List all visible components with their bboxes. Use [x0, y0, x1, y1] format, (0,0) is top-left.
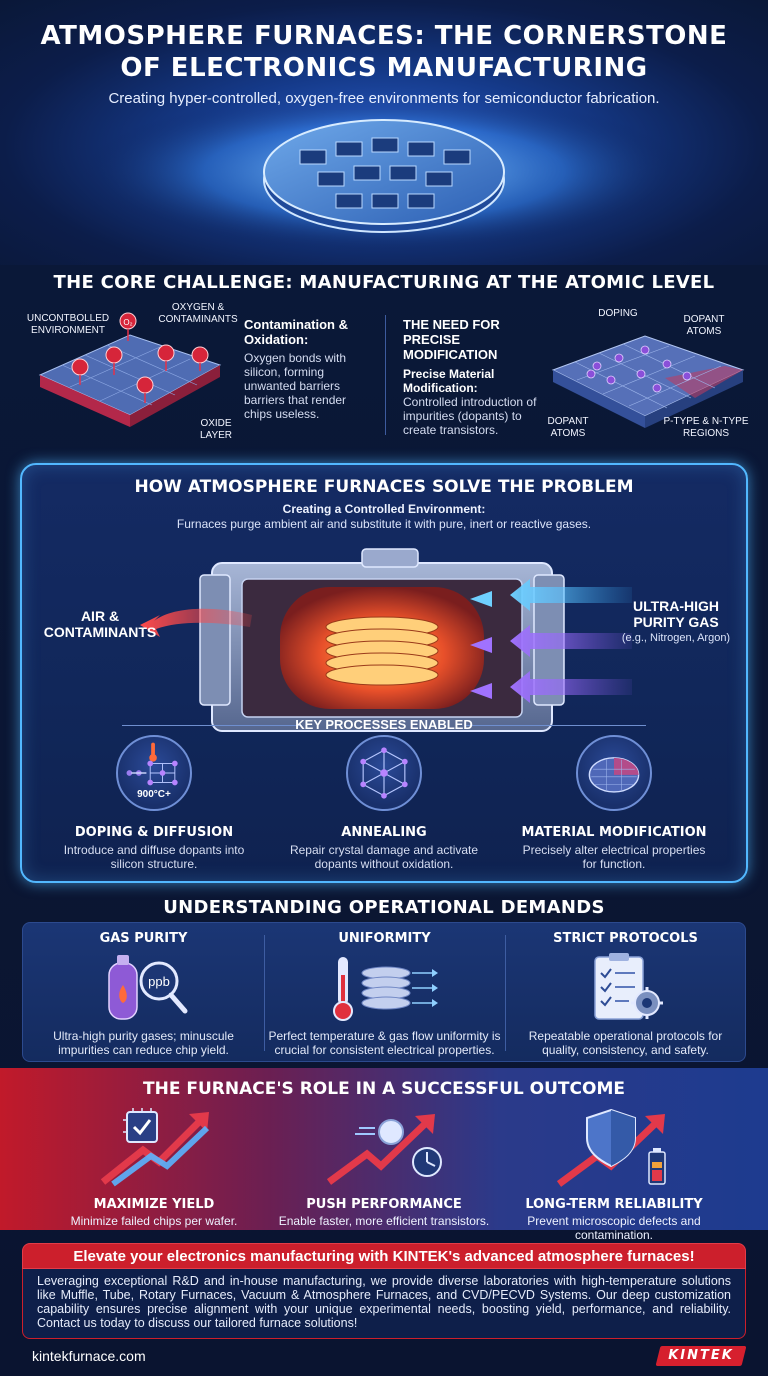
o2-molecule-label: O₂ [123, 318, 132, 327]
furnace-illustration [140, 548, 632, 732]
demand-gas-purity: GAS PURITY ppb Ultra-high purity gases; … [23, 923, 264, 1063]
label-uncontrolled-environment: UNCONTBOLLED ENVIRONMENT [26, 313, 110, 336]
solve-panel: HOW ATMOSPHERE FURNACES SOLVE THE PROBLE… [20, 463, 748, 883]
process-body: Introduce and diffuse dopants into silic… [63, 843, 245, 871]
demand-body: Ultra-high purity gases; minuscule impur… [53, 1029, 234, 1057]
outcome-push-performance: PUSH PERFORMANCE Enable faster, more eff… [274, 1104, 494, 1228]
process-doping: 900°C+ DOPING & DIFFUSION Introduce and … [54, 735, 254, 871]
brand-name: KINTEK [668, 1348, 734, 1363]
label-dopant-atoms-top: DOPANT ATOMS [683, 314, 725, 337]
need-body: Controlled introduction of impurities (d… [403, 395, 537, 437]
demand-body: Perfect temperature & gas flow uniformit… [268, 1029, 501, 1057]
contamination-body: Oxygen bonds with silicon, forming unwan… [244, 351, 347, 421]
website-link[interactable]: kintekfurnace.com [32, 1348, 146, 1364]
doping-icon: 900°C+ [116, 735, 192, 811]
label-oxide-layer: OXIDE LAYER [199, 418, 233, 441]
solve-title: HOW ATMOSPHERE FURNACES SOLVE THE PROBLE… [134, 477, 634, 497]
purity-gas-label: ULTRA-HIGH PURITY GAS (e.g., Nitrogen, A… [606, 598, 746, 644]
wafer-icon [576, 735, 652, 811]
temperature-badge: 900°C+ [137, 789, 171, 800]
purity-gas-title: ULTRA-HIGH PURITY GAS [632, 598, 720, 630]
process-body: Precisely alter electrical properties fo… [522, 843, 706, 871]
outcome-maximize-yield: MAXIMIZE YIELD Minimize failed chips per… [44, 1104, 264, 1228]
process-title: ANNEALING [341, 825, 427, 840]
outcome-title: THE FURNACE'S ROLE IN A SUCCESSFUL OUTCO… [143, 1079, 625, 1099]
process-material-modification: MATERIAL MODIFICATION Precisely alter el… [514, 735, 714, 871]
doping-illustration [551, 335, 745, 428]
outcome-item-title: LONG-TERM RELIABILITY [525, 1197, 703, 1212]
shield-battery-arrow-icon [556, 1108, 666, 1187]
cta-body: Leveraging exceptional R&D and in-house … [22, 1269, 746, 1339]
ppb-label: ppb [148, 974, 170, 989]
process-title: DOPING & DIFFUSION [74, 825, 234, 840]
demand-title: GAS PURITY [99, 931, 188, 946]
cta-headline: Elevate your electronics manufacturing w… [22, 1243, 746, 1269]
outcome-item-body: Prevent microscopic defects and contamin… [527, 1214, 701, 1242]
outcome-item-title: PUSH PERFORMANCE [306, 1197, 462, 1212]
demand-divider [264, 935, 265, 1051]
solve-subtitle: Creating a Controlled Environment: [282, 502, 486, 516]
outcome-band: THE FURNACE'S ROLE IN A SUCCESSFUL OUTCO… [0, 1068, 768, 1242]
wafer-chip-illustration [84, 110, 684, 252]
process-body: Repair crystal damage and activate dopan… [289, 843, 479, 871]
label-dopant-atoms-bottom: DOPANT ATOMS [547, 416, 589, 439]
crystal-lattice-icon [346, 735, 422, 811]
need-block: THE NEED FOR PRECISE MODIFICATION Precis… [403, 317, 553, 437]
demand-uniformity: UNIFORMITY Perfect temperature & gas flo… [264, 923, 505, 1063]
page-title: ATMOSPHERE FURNACES: THE CORNERSTONE OF … [40, 21, 728, 83]
label-oxygen-contaminants: OXYGEN & CONTAMINANTS [158, 302, 238, 325]
label-doping: DOPING [598, 308, 638, 319]
oxidation-illustration: O₂ [38, 312, 222, 427]
solve-description: Furnaces purge ambient air and substitut… [176, 517, 592, 531]
demands-panel: GAS PURITY ppb Ultra-high purity gases; … [22, 922, 746, 1062]
contamination-title: Contamination & Oxidation: [244, 317, 348, 347]
challenge-divider [385, 315, 386, 435]
outcome-item-body: Minimize failed chips per wafer. [70, 1214, 238, 1228]
purity-gas-examples: (e.g., Nitrogen, Argon) [621, 632, 731, 644]
outcome-reliability: LONG-TERM RELIABILITY Prevent microscopi… [504, 1104, 724, 1242]
key-processes-label: KEY PROCESSES ENABLED [295, 717, 473, 732]
outcome-item-body: Enable faster, more efficient transistor… [278, 1214, 490, 1228]
key-line-left [122, 725, 302, 726]
core-challenge-title: THE CORE CHALLENGE: MANUFACTURING AT THE… [53, 272, 715, 293]
speed-arrow-clock-icon [326, 1114, 442, 1185]
chip-check-arrow-icon [100, 1108, 210, 1187]
demand-body: Repeatable operational protocols for qua… [528, 1029, 723, 1057]
process-title: MATERIAL MODIFICATION [521, 825, 707, 840]
need-title: Precise Material Modification: [403, 367, 495, 395]
hero-header: ATMOSPHERE FURNACES: THE CORNERSTONE OF … [0, 0, 768, 265]
demand-divider [505, 935, 506, 1051]
key-line-right [466, 725, 646, 726]
demands-title: UNDERSTANDING OPERATIONAL DEMANDS [163, 897, 605, 918]
air-contaminants-label: AIR & CONTAMINANTS [43, 608, 157, 640]
thermometer-wafer-stack-icon [333, 957, 438, 1021]
kintek-logo: KINTEK [655, 1346, 747, 1366]
demand-title: UNIFORMITY [338, 931, 431, 946]
outcome-item-title: MAXIMIZE YIELD [93, 1197, 215, 1212]
gas-cylinder-magnifier-icon: ppb [108, 955, 188, 1020]
label-p-n-regions: P-TYPE & N-TYPE REGIONS [663, 416, 749, 439]
checklist-gear-icon [594, 953, 663, 1020]
process-annealing: ANNEALING Repair crystal damage and acti… [284, 735, 484, 871]
demand-strict-protocols: STRICT PROTOCOLS Repeatable operational … [505, 923, 746, 1063]
contamination-block: Contamination & Oxidation: Oxygen bonds … [244, 317, 376, 421]
need-heading: THE NEED FOR PRECISE MODIFICATION [403, 317, 500, 362]
demand-title: STRICT PROTOCOLS [553, 931, 698, 946]
page-subtitle: Creating hyper-controlled, oxygen-free e… [108, 90, 660, 107]
